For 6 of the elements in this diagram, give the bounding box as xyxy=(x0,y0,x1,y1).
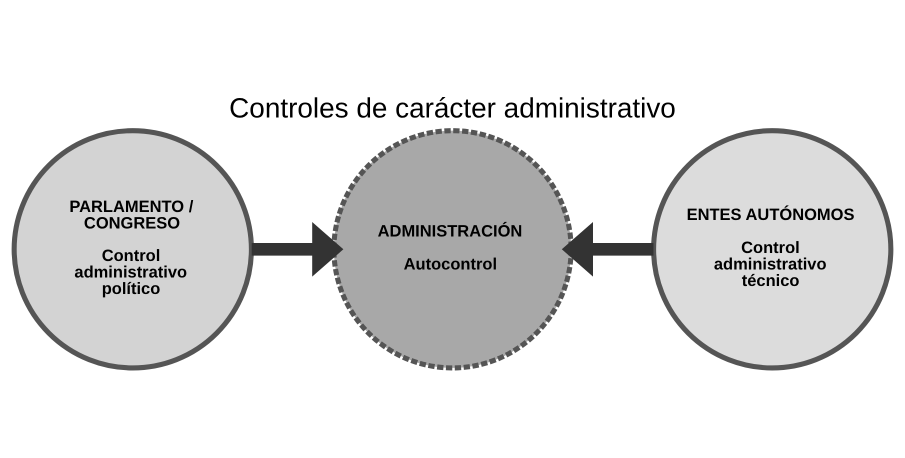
arrow xyxy=(562,222,654,277)
arrow xyxy=(252,222,344,277)
node-circle: ENTES AUTÓNOMOS Control administrativo técnico xyxy=(651,128,894,370)
diagram-title: Controles de carácter administrativo xyxy=(229,92,676,124)
node-circle: ADMINISTRACIÓN Autocontrol xyxy=(331,128,574,370)
node-circle: PARLAMENTO / CONGRESO Control administrativo político xyxy=(12,128,254,370)
